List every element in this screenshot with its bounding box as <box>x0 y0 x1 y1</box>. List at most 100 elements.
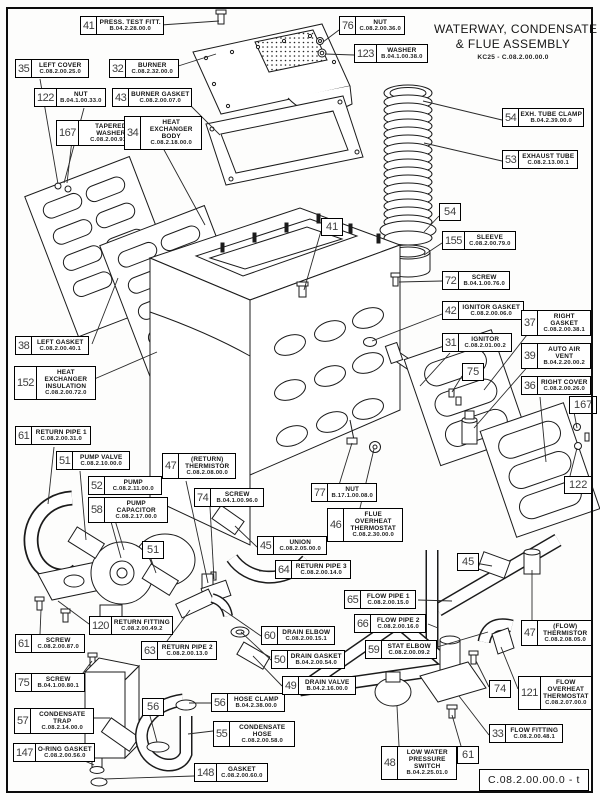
assembly-code: KC25 - C.08.2.00.00.0 <box>477 54 549 61</box>
leader-line <box>162 147 206 226</box>
leader-line <box>422 100 503 121</box>
part-number: C.08.2.00.31.0 <box>40 435 82 442</box>
leader-line <box>91 351 158 381</box>
part-number: C.08.2.00.09.2 <box>388 649 430 656</box>
part-number: C.08.2.13.00.1 <box>527 159 569 166</box>
leader-line <box>187 730 214 735</box>
part-number: C.08.2.00.87.0 <box>37 643 79 650</box>
leader-line <box>338 442 353 486</box>
part-number: B.04.2.38.00.0 <box>235 702 277 709</box>
leader-line <box>303 230 322 291</box>
page-title-line-2: & FLUE ASSEMBLY <box>455 37 571 51</box>
leader-line <box>427 623 439 629</box>
callout-number: 123 <box>355 45 377 63</box>
callout-number: 61 <box>16 427 33 445</box>
callout-number: 38 <box>16 337 33 355</box>
callout-number: 64 <box>276 561 293 579</box>
callout-number: 63 <box>142 642 159 660</box>
leader-line <box>57 600 90 625</box>
part-name: RIGHT GASKET <box>550 312 579 327</box>
callout-number: 58 <box>89 498 106 523</box>
part-name: SCREW <box>45 675 71 683</box>
callout-number: 42 <box>443 302 460 320</box>
callout-number: 152 <box>15 367 37 399</box>
title-block: WATERWAY, CONDENSATE & FLUE ASSEMBLY KC2… <box>434 22 597 61</box>
part-name: HOSE CLAMP <box>233 695 279 703</box>
callout-number: 49 <box>283 677 300 695</box>
leader-line <box>573 411 578 429</box>
part-name: EXHAUST TUBE <box>522 152 575 160</box>
part-number: C.08.2.01.00.2 <box>464 342 506 349</box>
part-name: (RETURN) THERMISTOR <box>185 455 230 470</box>
callout-number: 45 <box>258 537 275 555</box>
part-name: BURNER <box>137 61 167 69</box>
part-number: B.04.2.25.01.0 <box>406 770 448 777</box>
part-name: LEFT GASKET <box>36 338 84 346</box>
callout-number: 155 <box>443 232 465 250</box>
part-name: O-RING GASKET <box>37 745 92 753</box>
part-name: RETURN PIPE 2 <box>161 643 213 651</box>
callout-text: PRESS. TEST FITT.B.04.2.28.00.0 <box>97 17 163 34</box>
callout-number: 148 <box>195 764 217 782</box>
leader-line <box>109 517 122 559</box>
callout-number: 50 <box>272 651 289 669</box>
part-number: B.04.1.00.76.0 <box>463 280 505 287</box>
part-name: UNION <box>289 538 312 546</box>
callout-ref-41-1: 41 <box>321 218 344 236</box>
part-number: C.08.2.00.58.0 <box>241 737 283 744</box>
part-name: FLUE OVERHEAT THERMOSTAT <box>350 510 396 532</box>
leader-line <box>539 396 547 463</box>
leader-line <box>324 53 355 56</box>
part-number: C.08.2.00.13.0 <box>166 650 208 657</box>
callout-number: 60 <box>262 627 279 645</box>
callout-number: 46 <box>328 509 345 541</box>
part-number: C.08.2.00.16.0 <box>377 623 419 630</box>
callout-number: 55 <box>214 722 231 747</box>
part-number: C.08.2.08.05.0 <box>544 636 586 643</box>
callout-number: 37 <box>522 311 539 336</box>
part-number: C.08.2.00.79.0 <box>469 240 511 247</box>
callout-number: 52 <box>89 477 106 495</box>
leader-line <box>322 29 340 43</box>
part-name: RETURN FITTING <box>113 618 170 626</box>
part-number: C.08.2.00.49.2 <box>121 625 163 632</box>
exhaust-tube <box>379 84 437 246</box>
callout-ref-54-0: 54 <box>439 203 462 221</box>
